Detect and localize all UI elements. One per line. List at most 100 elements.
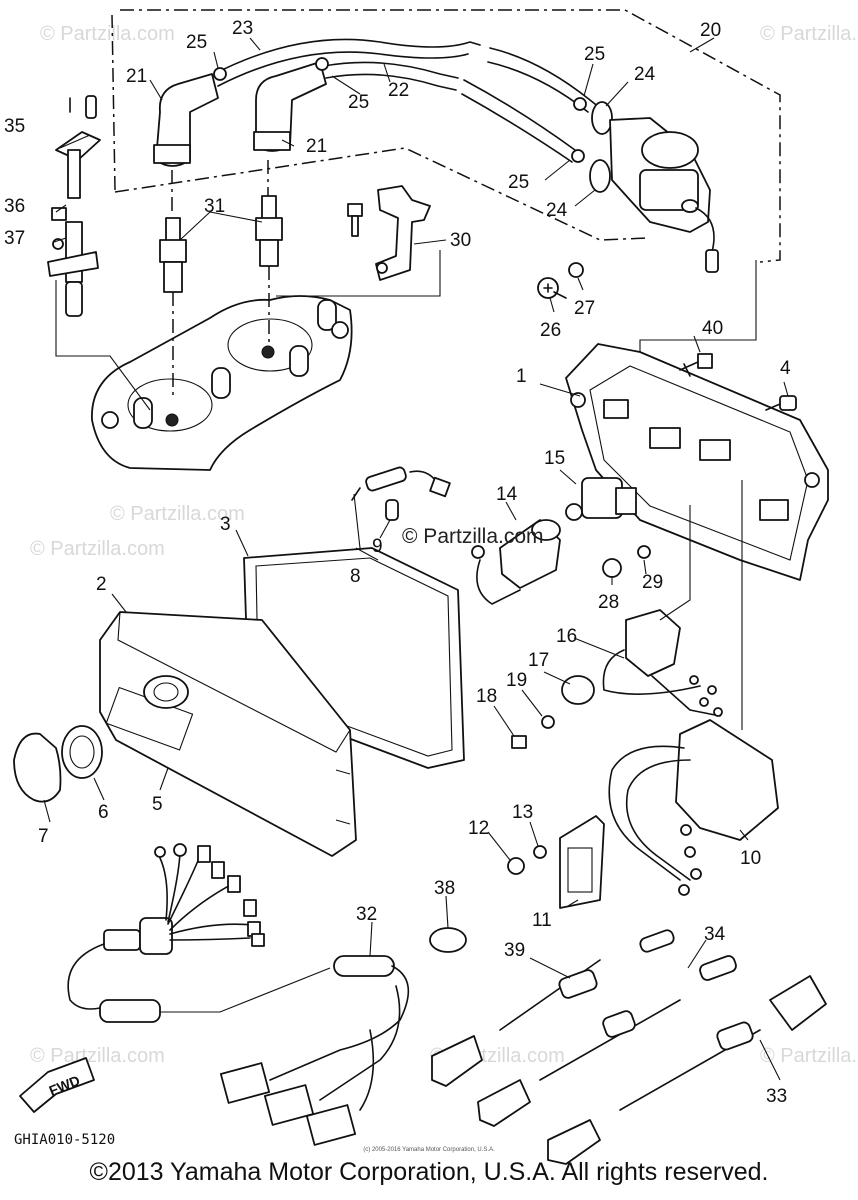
main-wiring-harness bbox=[67, 843, 265, 1023]
guide-line bbox=[55, 280, 151, 411]
wire-clamp bbox=[561, 675, 595, 705]
callout-26: 26 bbox=[540, 320, 561, 341]
thermo-switch bbox=[55, 95, 101, 199]
callout-18: 18 bbox=[476, 686, 497, 707]
callout-29: 29 bbox=[642, 572, 663, 593]
copyright-footer: ©2013 Yamaha Motor Corporation, U.S.A. A… bbox=[89, 1158, 769, 1186]
bracket-bolt-40 bbox=[679, 353, 713, 377]
coil-assembly-outline bbox=[111, 9, 781, 263]
callout-21: 21 bbox=[126, 66, 147, 87]
watermark: © Partzilla.com bbox=[30, 538, 165, 560]
callout-22: 22 bbox=[388, 80, 409, 101]
washer bbox=[568, 262, 584, 278]
spark-plug-cap-left bbox=[153, 73, 219, 167]
callout-12: 12 bbox=[468, 818, 489, 839]
grommet bbox=[591, 101, 613, 135]
callout-17: 17 bbox=[528, 650, 549, 671]
callout-6: 6 bbox=[98, 802, 109, 823]
sub-harness bbox=[160, 955, 410, 1146]
high-tension-lead-22 bbox=[323, 61, 459, 79]
high-tension-lead-continuation bbox=[461, 47, 601, 163]
callout-31: 31 bbox=[204, 196, 225, 217]
cover-cap bbox=[13, 732, 62, 803]
electrical-bracket bbox=[565, 343, 829, 581]
cdi-screw bbox=[507, 857, 525, 875]
cylinder-head bbox=[91, 295, 353, 471]
hose-clamp bbox=[571, 149, 585, 163]
callout-2: 2 bbox=[96, 574, 107, 595]
callout-39: 39 bbox=[504, 940, 525, 961]
guide-line bbox=[171, 160, 269, 215]
seal-ring-inner bbox=[69, 735, 95, 769]
callout-28: 28 bbox=[598, 592, 619, 613]
pulser-screw bbox=[511, 735, 527, 749]
callout-19: 19 bbox=[506, 670, 527, 691]
callout-14: 14 bbox=[496, 484, 518, 505]
diagram-code: GHIA010-5120 bbox=[14, 1132, 116, 1148]
callout-25: 25 bbox=[584, 44, 605, 65]
spark-plug-left bbox=[159, 217, 187, 400]
rectifier-screw bbox=[602, 558, 622, 578]
coil-screw bbox=[537, 277, 567, 299]
electrical-cover bbox=[99, 611, 357, 857]
callout-leaders bbox=[43, 37, 789, 1081]
callout-13: 13 bbox=[512, 802, 533, 823]
callout-38: 38 bbox=[434, 878, 455, 899]
high-tension-lead-23-inner bbox=[217, 51, 469, 87]
cable-band bbox=[429, 927, 467, 953]
callout-25: 25 bbox=[348, 92, 369, 113]
callout-3: 3 bbox=[220, 514, 231, 535]
callout-25: 25 bbox=[186, 32, 207, 53]
hose-clamp bbox=[213, 67, 227, 81]
washer bbox=[533, 845, 547, 859]
spark-plug-right bbox=[255, 195, 283, 345]
callout-27: 27 bbox=[574, 298, 595, 319]
fine-print: (c) 2005-2016 Yamaha Motor Corporation, … bbox=[363, 1147, 495, 1153]
callout-33: 33 bbox=[766, 1086, 787, 1107]
callout-34: 34 bbox=[704, 924, 726, 945]
callout-5: 5 bbox=[152, 794, 163, 815]
callout-20: 20 bbox=[700, 20, 721, 41]
callout-23: 23 bbox=[232, 18, 253, 39]
spark-plug-cap-right bbox=[253, 61, 327, 152]
high-tension-lead-23 bbox=[213, 38, 481, 75]
ignition-coil bbox=[609, 117, 719, 273]
callout-25: 25 bbox=[508, 172, 529, 193]
battery-cable-34 bbox=[477, 955, 737, 1127]
guide-line bbox=[659, 505, 691, 621]
callout-24: 24 bbox=[546, 200, 568, 221]
callout-8: 8 bbox=[350, 566, 361, 587]
callout-37: 37 bbox=[4, 228, 25, 249]
cdi-unit bbox=[608, 719, 779, 896]
seal-ring bbox=[61, 725, 103, 779]
bracket-screw-4 bbox=[765, 395, 797, 411]
callout-35: 35 bbox=[4, 116, 25, 137]
grommet bbox=[589, 159, 611, 193]
hose-clamp bbox=[573, 97, 587, 111]
hose-clamp bbox=[315, 57, 329, 71]
watermark: © Partzilla.com bbox=[40, 23, 175, 45]
thermo-sensor bbox=[47, 207, 99, 317]
callout-24: 24 bbox=[634, 64, 656, 85]
callout-32: 32 bbox=[356, 904, 377, 925]
callout-30: 30 bbox=[450, 230, 471, 251]
rectifier bbox=[565, 477, 637, 521]
watermark-layer: © Partzilla.com © Partzilla.com © Partzi… bbox=[30, 23, 858, 1067]
watermark: © Partzilla.com bbox=[760, 1045, 858, 1067]
washer bbox=[637, 545, 651, 559]
callout-numbers: 25 23 21 21 25 22 25 24 20 25 24 35 36 3… bbox=[4, 18, 791, 1107]
callout-40: 40 bbox=[702, 318, 723, 339]
high-tension-lead-22-inner bbox=[325, 73, 457, 91]
callout-15: 15 bbox=[544, 448, 565, 469]
callout-36: 36 bbox=[4, 196, 25, 217]
callout-9: 9 bbox=[372, 536, 383, 557]
callout-1: 1 bbox=[516, 366, 527, 387]
battery-cable-33 bbox=[547, 975, 827, 1165]
watermark: © Partzilla.com bbox=[760, 23, 858, 45]
watermark-center: © Partzilla.com bbox=[402, 525, 544, 548]
lead-bracket bbox=[347, 185, 431, 281]
watermark: © Partzilla.com bbox=[30, 1045, 165, 1067]
cdi-bracket bbox=[559, 815, 605, 909]
callout-4: 4 bbox=[780, 358, 791, 379]
